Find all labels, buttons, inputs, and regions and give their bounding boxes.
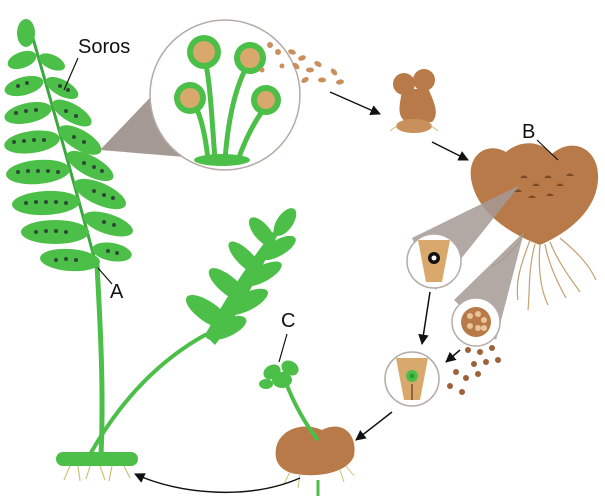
arrow-germination-to-prothallus	[432, 142, 468, 160]
antheridium-zoom-circle	[452, 298, 500, 346]
label-a: A	[110, 282, 123, 302]
germinating-spore	[390, 69, 438, 133]
rhizome-roots	[64, 466, 130, 481]
sporangia-zoom-circle	[150, 20, 300, 170]
sperm-cells	[447, 345, 501, 395]
c-leader-line	[279, 334, 287, 362]
fertilization-zoom-circle	[385, 352, 439, 406]
archegonium-zoom-circle	[407, 234, 461, 288]
fern-stipe	[97, 265, 102, 455]
label-b: B	[522, 122, 535, 142]
soros-label: Soros	[78, 37, 130, 57]
rhizome	[56, 452, 138, 466]
arrow-spores-to-germination	[330, 92, 380, 114]
young-frond-stalk	[88, 335, 205, 458]
young-sporophyte	[259, 357, 355, 496]
label-c: C	[281, 311, 295, 331]
arrow-fertilization-to-young-sporophyte	[356, 412, 392, 440]
arrow-sperm-to-fertilization	[446, 350, 460, 362]
arrow-archegonium-to-fertilization	[422, 292, 430, 344]
arrow-young-sporophyte-to-mature-fern	[135, 474, 300, 492]
